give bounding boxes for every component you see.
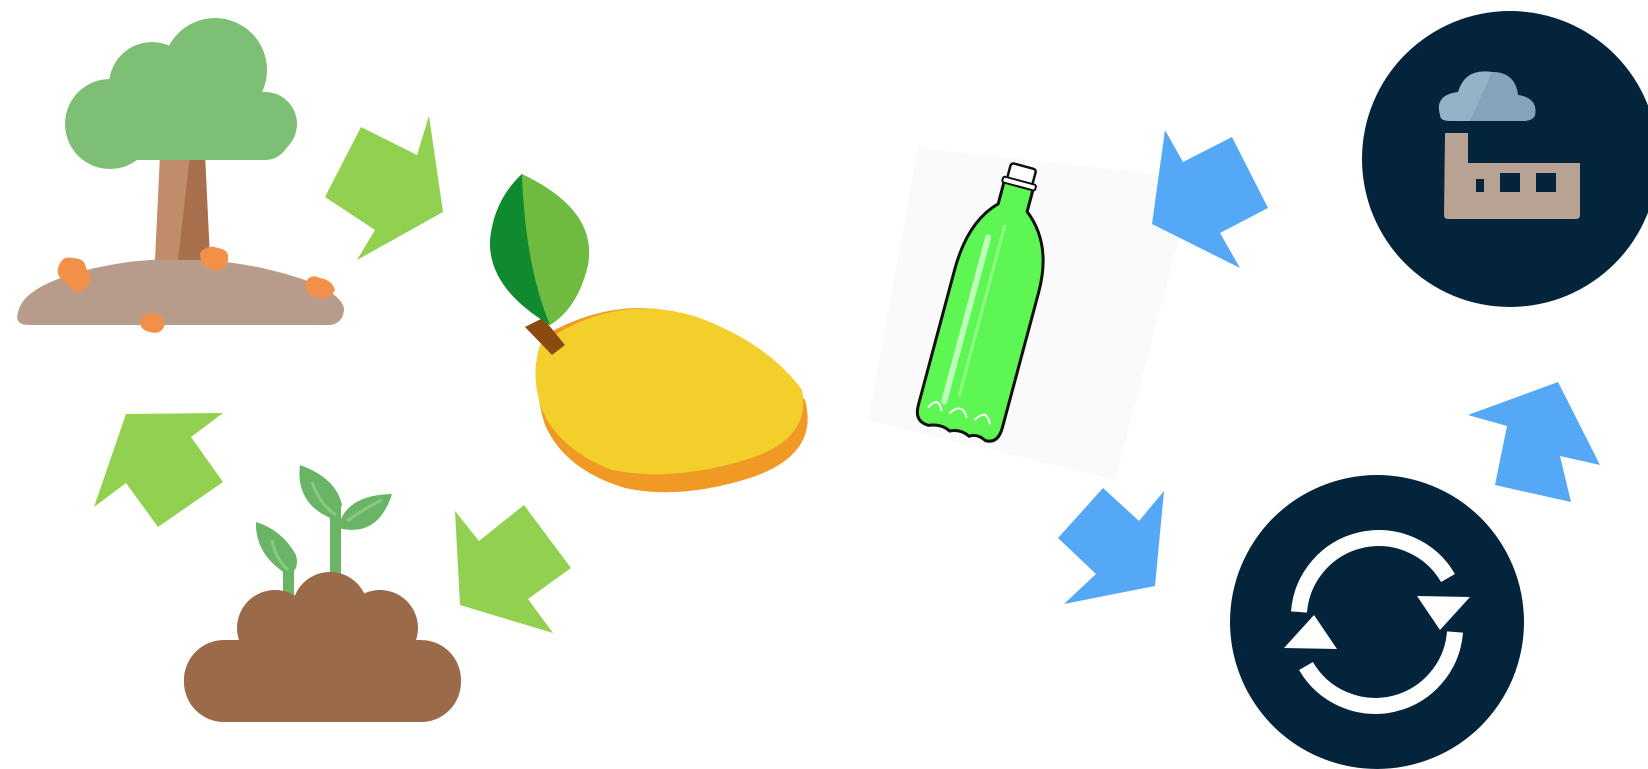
arrow-tree-to-mango: [325, 116, 443, 260]
tree-with-fallen-fruit-icon: [17, 18, 344, 333]
plastic-bottle-icon: [868, 148, 1195, 480]
arrow-sprouts-to-tree: [94, 413, 223, 527]
factory-icon: [1362, 11, 1648, 307]
mango-icon: [489, 174, 808, 493]
arrow-factory-to-bottle: [1152, 130, 1268, 268]
sprouts-in-soil-icon: [184, 465, 461, 722]
arrow-bottle-to-recycle: [1058, 488, 1164, 604]
recycle-icon: [1230, 475, 1524, 769]
arrow-mango-to-sprouts: [455, 505, 571, 633]
arrow-recycle-to-factory: [1468, 382, 1600, 502]
